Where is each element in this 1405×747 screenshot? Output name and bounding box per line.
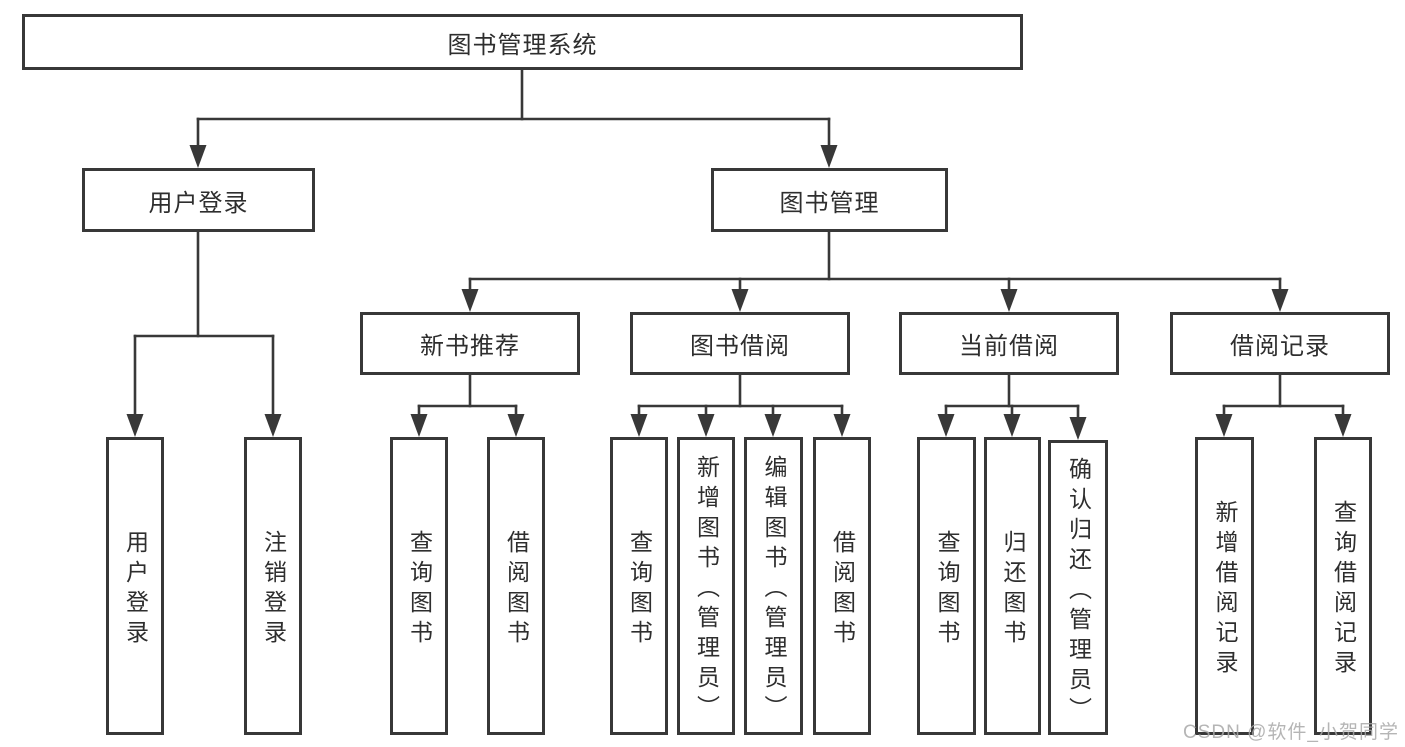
leaf-query-books-borrowing: 查询图书 [610,437,668,735]
leaf-query-books-recommend-label: 查询图书 [406,530,433,650]
leaf-return-books: 归还图书 [984,437,1041,735]
leaf-query-borrow-record: 查询借阅记录 [1314,437,1372,735]
leaf-logout-label: 注销登录 [260,530,287,650]
node-book-management: 图书管理 [711,168,948,232]
leaf-logout: 注销登录 [244,437,302,735]
leaf-edit-books-admin: 编辑图书（管理员） [744,437,803,735]
leaf-query-books-current: 查询图书 [917,437,976,735]
node-library-management-system-label: 图书管理系统 [447,31,598,59]
leaf-add-books-admin: 新增图书（管理员） [677,437,735,735]
leaf-query-books-borrowing-label: 查询图书 [626,530,653,650]
leaf-return-books-label: 归还图书 [1000,530,1026,650]
leaf-borrow-books-label: 借阅图书 [829,530,856,650]
leaf-add-borrow-record: 新增借阅记录 [1195,437,1254,735]
leaf-confirm-return-admin: 确认归还（管理员） [1048,440,1108,735]
node-book-management-label: 图书管理 [779,189,880,217]
leaf-query-borrow-record-label: 查询借阅记录 [1330,500,1357,680]
node-new-book-recommend: 新书推荐 [360,312,580,375]
node-current-borrowing-label: 当前借阅 [959,333,1059,360]
csdn-watermark: CSDN @软件_小贺同学 [1183,722,1399,743]
leaf-edit-books-admin-label: 编辑图书（管理员） [761,455,787,725]
node-user-login: 用户登录 [82,168,315,232]
node-new-book-recommend-label: 新书推荐 [420,333,520,360]
leaf-confirm-return-admin-label: 确认归还（管理员） [1065,456,1092,727]
leaf-add-borrow-record-label: 新增借阅记录 [1212,500,1238,680]
node-library-management-system: 图书管理系统 [22,14,1023,70]
leaf-add-books-admin-label: 新增图书（管理员） [693,455,720,725]
leaf-user-login: 用户登录 [106,437,164,735]
leaf-user-login-label: 用户登录 [122,530,149,650]
leaf-borrow-books: 借阅图书 [813,437,871,735]
node-current-borrowing: 当前借阅 [899,312,1119,375]
leaf-borrow-books-recommend-label: 借阅图书 [503,530,530,650]
node-borrowing-records: 借阅记录 [1170,312,1390,375]
node-user-login-label: 用户登录 [148,189,249,217]
leaf-query-books-current-label: 查询图书 [934,530,960,650]
leaf-query-books-recommend: 查询图书 [390,437,448,735]
leaf-borrow-books-recommend: 借阅图书 [487,437,545,735]
node-book-borrowing: 图书借阅 [630,312,850,375]
node-book-borrowing-label: 图书借阅 [690,333,790,360]
node-borrowing-records-label: 借阅记录 [1230,333,1330,360]
